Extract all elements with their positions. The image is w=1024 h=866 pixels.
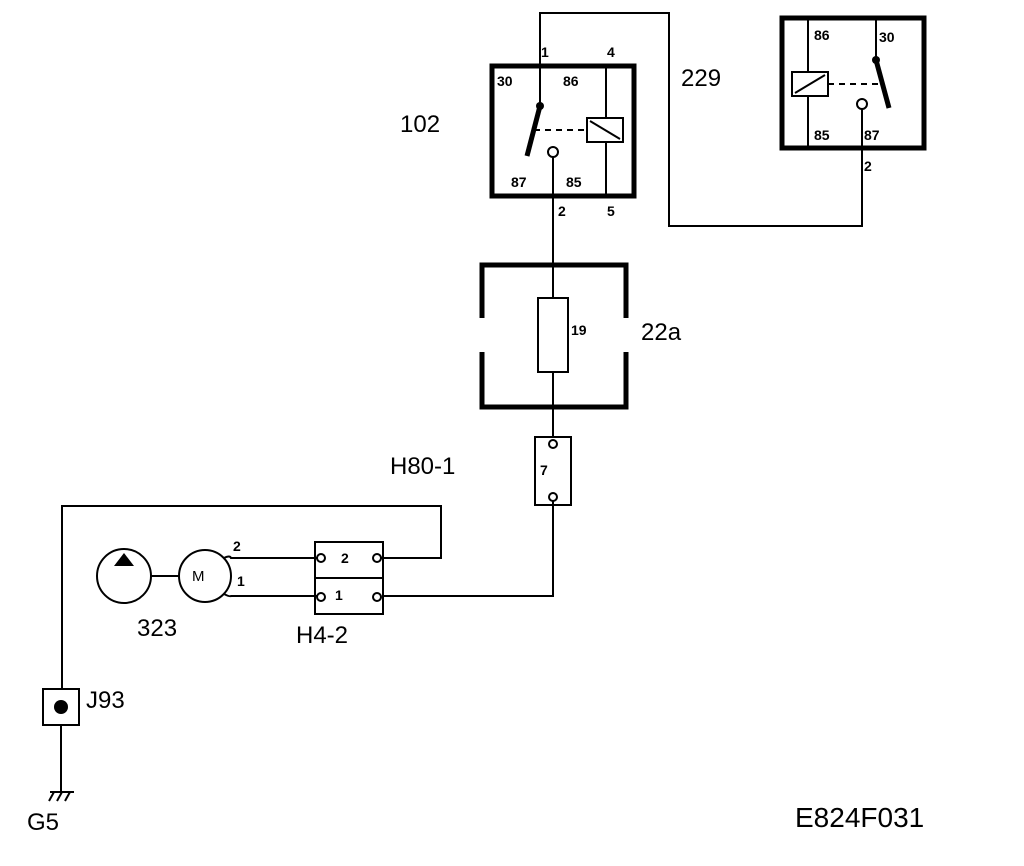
- relay-229-switch-arm: [873, 59, 892, 109]
- ground-label: G5: [27, 809, 59, 836]
- relay-229-pin-85: 85: [814, 127, 830, 143]
- pump-motor-symbol: M: [192, 568, 205, 585]
- relay-102: 30 86 87 85 1 4 2 5 102: [400, 44, 637, 219]
- connector-h4-pin-2: 2: [341, 550, 349, 566]
- relay-102-pin-85: 85: [566, 174, 582, 190]
- relay-229-housing: [779, 15, 927, 151]
- pump-label: 323: [137, 615, 177, 642]
- connector-h4-label: H4-2: [296, 622, 348, 649]
- connector-h80-label: H80-1: [390, 453, 455, 480]
- fuel-pump-323: M 2 1 323: [96, 538, 317, 642]
- figure-code: E824F031: [795, 802, 924, 833]
- wire-relay-link: [539, 12, 863, 227]
- relay-229: 86 30 85 87 2 229: [681, 15, 927, 174]
- relay-229-pin-30: 30: [879, 29, 895, 45]
- wire-pump-1: [223, 593, 317, 598]
- junction-node: [54, 700, 68, 714]
- relay-102-label: 102: [400, 111, 440, 138]
- pump-wire-1-label: 1: [237, 573, 245, 589]
- relay-102-connector-1: 1: [541, 44, 549, 60]
- fuse-19: [537, 297, 569, 373]
- relay-102-switch-arm: [524, 105, 543, 157]
- fuse-box-label: 22a: [641, 319, 682, 346]
- relay-229-pin-87: 87: [864, 127, 880, 143]
- wire-h80-to-h4: [381, 501, 554, 597]
- relay-102-pin-86: 86: [563, 73, 579, 89]
- connector-h80-1: 7 H80-1: [390, 436, 572, 506]
- relay-229-label: 229: [681, 65, 721, 92]
- pump-wire-2-label: 2: [233, 538, 241, 554]
- relay-102-connector-2: 2: [558, 203, 566, 219]
- relay-229-connector-2: 2: [864, 158, 872, 174]
- connector-h4-pin-1: 1: [335, 587, 343, 603]
- wire-h4-to-ground: [61, 505, 442, 688]
- relay-102-connector-4: 4: [607, 44, 615, 60]
- connector-h4-2: 2 1 H4-2: [296, 541, 384, 649]
- connector-h80-pin-7: 7: [540, 462, 548, 478]
- wire-pump-2: [223, 555, 317, 559]
- relay-229-pin-86: 86: [814, 27, 830, 43]
- relay-102-connector-5: 5: [607, 203, 615, 219]
- fuse-19-label: 19: [571, 322, 587, 338]
- relay-102-pin-87: 87: [511, 174, 527, 190]
- junction-j93: J93: [42, 687, 125, 726]
- fuse-box-22a: 19 22a: [476, 262, 682, 410]
- connector-h4-lower: [314, 577, 384, 615]
- relay-102-contact-87: [547, 146, 559, 158]
- relay-102-pin-30: 30: [497, 73, 513, 89]
- relay-102-housing: [489, 63, 637, 199]
- relay-229-contact-87: [856, 98, 868, 110]
- junction-label: J93: [86, 687, 125, 714]
- pump-motor: [178, 549, 232, 603]
- pump-arrow-icon: [114, 553, 134, 566]
- ground-g5: G5: [27, 791, 74, 836]
